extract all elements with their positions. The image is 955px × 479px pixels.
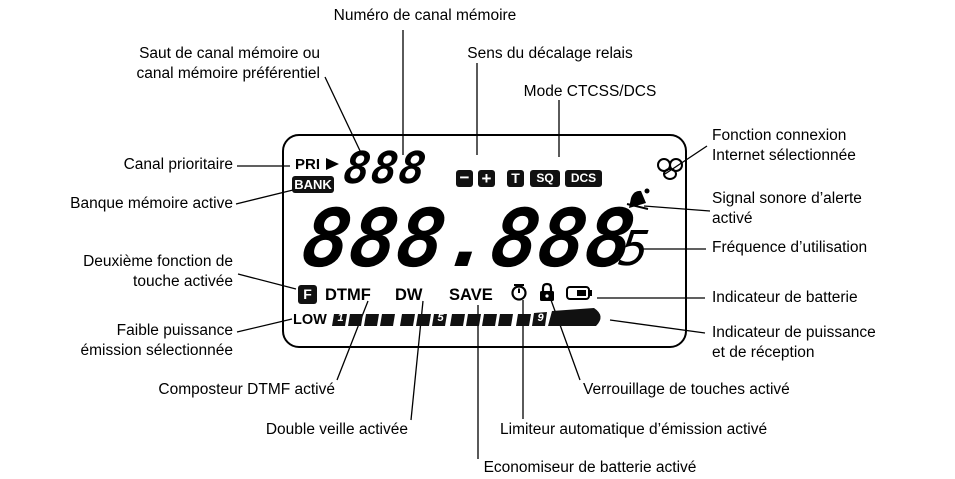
- label-atx-limiter: Limiteur automatique d’émission activé: [500, 421, 768, 438]
- low-power-indicator: LOW: [293, 312, 327, 328]
- bell-icon: [626, 188, 650, 210]
- label-power-rx-line1: Indicateur de puissance: [712, 324, 876, 341]
- atx-limiter-icon: [511, 284, 527, 301]
- second-function-indicator: F: [298, 285, 317, 304]
- label-offset-direction: Sens du décalage relais: [467, 45, 633, 62]
- memory-channel-digits: 888: [340, 143, 431, 194]
- leader-skip: [324, 76, 363, 156]
- label-key-lock: Verrouillage de touches activé: [583, 381, 790, 398]
- label-second-function-line2: touche activée: [133, 273, 233, 290]
- meter-mark-9: 9: [537, 312, 544, 324]
- lock-icon: [540, 282, 554, 301]
- label-skip-line1: Saut de canal mémoire ou: [139, 45, 320, 62]
- label-memory-channel-number: Numéro de canal mémoire: [333, 7, 517, 24]
- internet-icon: [657, 158, 683, 180]
- leader-alert: [643, 205, 711, 212]
- dtmf-indicator: DTMF: [325, 286, 371, 304]
- label-power-rx-line2: et de réception: [712, 344, 815, 361]
- label-skip-line2: canal mémoire préférentiel: [136, 65, 320, 82]
- bank-indicator: BANK: [292, 176, 334, 193]
- lcd-frame: [282, 134, 687, 348]
- battery-icon: [566, 286, 592, 300]
- offset-plus-indicator: +: [478, 170, 495, 187]
- label-operating-frequency: Fréquence d’utilisation: [712, 239, 868, 256]
- sq-indicator: SQ: [530, 170, 560, 187]
- meter-mark-1: 1: [337, 312, 344, 324]
- label-dtmf-dialer: Composteur DTMF activé: [158, 381, 335, 398]
- leader-bank: [235, 189, 294, 205]
- leader-second-function: [237, 273, 297, 290]
- leader-low-power: [236, 318, 293, 333]
- dual-watch-indicator: DW: [395, 286, 423, 304]
- label-internet-line2: Internet sélectionnée: [712, 147, 856, 164]
- offset-minus-indicator: −: [456, 169, 473, 187]
- label-low-power-line1: Faible puissance: [116, 322, 233, 339]
- label-priority-channel: Canal prioritaire: [123, 156, 233, 173]
- label-bank-active: Banque mémoire active: [70, 195, 233, 212]
- label-battery-indicator: Indicateur de batterie: [712, 289, 858, 306]
- label-internet-line1: Fonction connexion: [712, 127, 847, 144]
- label-alert-line1: Signal sonore d’alerte: [712, 190, 862, 207]
- meter-mark-5: 5: [437, 312, 444, 324]
- priority-arrow-icon: [326, 158, 339, 170]
- pri-indicator: PRI: [295, 156, 321, 173]
- leader-power-rx: [609, 319, 706, 334]
- tone-indicator: T: [507, 170, 524, 187]
- label-second-function-line1: Deuxième fonction de: [83, 253, 233, 270]
- label-dual-watch: Double veille activée: [265, 421, 408, 438]
- label-battery-saver: Economiseur de batterie activé: [483, 459, 697, 476]
- label-alert-line2: activé: [712, 210, 753, 227]
- frequency-digits: 888.888: [296, 192, 640, 285]
- label-low-power-line2: émission sélectionnée: [80, 342, 233, 359]
- dcs-indicator: DCS: [565, 170, 602, 187]
- signal-meter: [332, 308, 601, 326]
- save-indicator: SAVE: [449, 286, 493, 304]
- label-ctcss-mode: Mode CTCSS/DCS: [523, 83, 657, 100]
